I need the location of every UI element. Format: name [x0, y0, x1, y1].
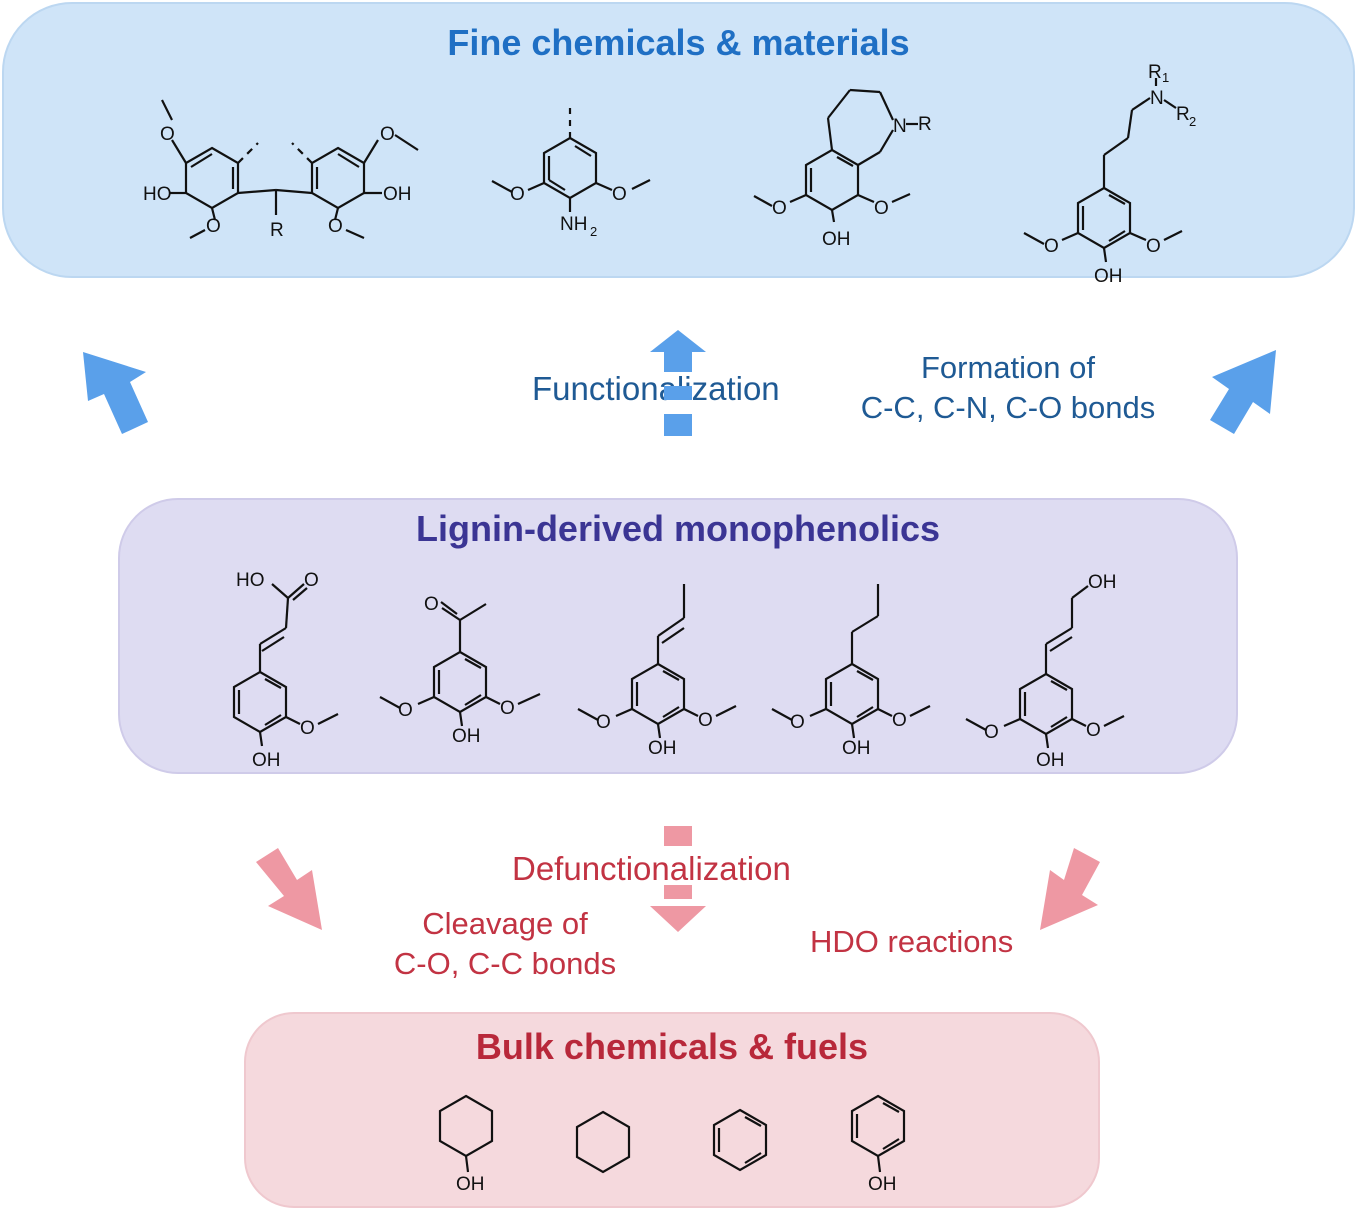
phenol-structure — [850, 1094, 906, 1173]
atom-label-o: O — [304, 570, 319, 591]
atom-label-o: O — [698, 710, 713, 731]
hdo-reactions-note: HDO reactions — [810, 924, 1014, 959]
propylguaiacol-structure — [771, 584, 931, 739]
atom-label-o: O — [984, 722, 999, 743]
bisphenol-labels: O O HO OH O O R — [143, 124, 412, 241]
acetosyringone-labels: O O O OH — [398, 594, 515, 747]
coniferyl-alcohol-structure — [965, 585, 1125, 749]
propylguaiacol-labels: O O OH — [790, 710, 907, 759]
aminopropyl-phenol-labels: R 1 N R 2 O O OH — [1044, 62, 1196, 287]
atom-label-oh: OH — [252, 750, 281, 771]
coniferyl-alcohol-labels: OH O O OH — [984, 572, 1117, 771]
lignin-monophenolics-panel: Lignin-derived monophenolics — [118, 498, 1238, 774]
atom-label-o: O — [596, 712, 611, 733]
atom-label-nh: NH — [560, 214, 587, 235]
fine-chemicals-title: Fine chemicals & materials — [447, 22, 910, 63]
atom-label-o: O — [300, 718, 315, 739]
fine-chemicals-panel: Fine chemicals & materials — [2, 2, 1355, 278]
bulk-chemicals-panel: Bulk chemicals & fuels — [244, 1012, 1100, 1208]
defunctionalization-label: Defunctionalization — [512, 850, 791, 887]
arrow-up-icon — [83, 352, 148, 434]
ferulic-acid-structure — [232, 583, 339, 747]
cyclohexanol-structure — [438, 1094, 494, 1173]
benzazepine-structure — [753, 88, 918, 223]
atom-label-o: O — [1086, 720, 1101, 741]
arrow-up-icon — [650, 330, 706, 436]
cyclohexane-structure — [575, 1110, 631, 1174]
arrow-down-icon — [650, 826, 706, 932]
atom-label-o: O — [892, 710, 907, 731]
functionalization-label: Functionalization — [532, 370, 780, 407]
aminophenol-structure — [491, 106, 651, 212]
atom-label-subscript: 2 — [1189, 114, 1196, 129]
formation-note-line1: Formation of — [920, 350, 1095, 385]
atom-label-oh: OH — [868, 1174, 897, 1195]
atom-label-subscript: 1 — [1162, 70, 1169, 85]
formation-note-line2: C-C, C-N, C-O bonds — [860, 390, 1156, 425]
atom-label-ho: HO — [143, 184, 172, 205]
atom-label-subscript: 2 — [590, 224, 597, 239]
benzene-structure — [712, 1108, 768, 1172]
bulk-chemicals-title: Bulk chemicals & fuels — [475, 1026, 869, 1067]
atom-label-o: O — [612, 184, 627, 205]
atom-label-o: O — [424, 594, 439, 615]
atom-label-o: O — [1044, 236, 1059, 257]
atom-label-oh: OH — [1094, 266, 1123, 287]
isoeugenol-labels: O O OH — [596, 710, 713, 759]
atom-label-oh: OH — [1036, 750, 1065, 771]
bisphenol-structure — [161, 99, 419, 240]
cleavage-note-line1: Cleavage of — [422, 906, 588, 941]
atom-label-oh: OH — [842, 738, 871, 759]
atom-label-r: R — [918, 114, 932, 135]
atom-label-n: N — [893, 116, 907, 137]
cleavage-bonds-note: Cleavage of C-O, C-C bonds — [380, 904, 630, 984]
atom-label-o: O — [398, 700, 413, 721]
atom-label-r: R — [1176, 104, 1190, 125]
aminopropyl-phenol-structure — [1023, 78, 1183, 263]
atom-label-oh: OH — [1088, 572, 1117, 593]
ferulic-acid-labels: HO O O OH — [236, 570, 319, 771]
benzazepine-labels: N R O O OH — [772, 114, 932, 250]
atom-label-o: O — [328, 216, 343, 237]
atom-label-o: O — [510, 184, 525, 205]
atom-label-o: O — [380, 124, 395, 145]
cleavage-note-line2: C-O, C-C bonds — [393, 946, 617, 981]
atom-label-o: O — [790, 712, 805, 733]
atom-label-oh: OH — [822, 229, 851, 250]
arrow-up-icon — [1210, 350, 1276, 434]
atom-label-oh: OH — [456, 1174, 485, 1195]
atom-label-o: O — [500, 698, 515, 719]
atom-label-oh: OH — [648, 738, 677, 759]
atom-label-oh: OH — [383, 184, 412, 205]
atom-label-r: R — [1148, 62, 1162, 83]
atom-label-n: N — [1150, 88, 1164, 109]
atom-label-o: O — [206, 216, 221, 237]
atom-label-o: O — [874, 198, 889, 219]
formation-bonds-note: Formation of C-C, C-N, C-O bonds — [848, 348, 1168, 428]
acetosyringone-structure — [379, 601, 541, 727]
lignin-monophenolics-title: Lignin-derived monophenolics — [415, 508, 941, 549]
atom-label-oh: OH — [452, 726, 481, 747]
atom-label-o: O — [160, 124, 175, 145]
aminophenol-labels: O O NH 2 — [510, 184, 627, 239]
atom-label-ho: HO — [236, 570, 265, 591]
atom-label-o: O — [772, 198, 787, 219]
isoeugenol-structure — [577, 584, 737, 739]
arrow-down-icon — [256, 848, 322, 930]
atom-label-o: O — [1146, 236, 1161, 257]
atom-label-r: R — [270, 220, 284, 241]
arrow-down-icon — [1040, 848, 1100, 930]
